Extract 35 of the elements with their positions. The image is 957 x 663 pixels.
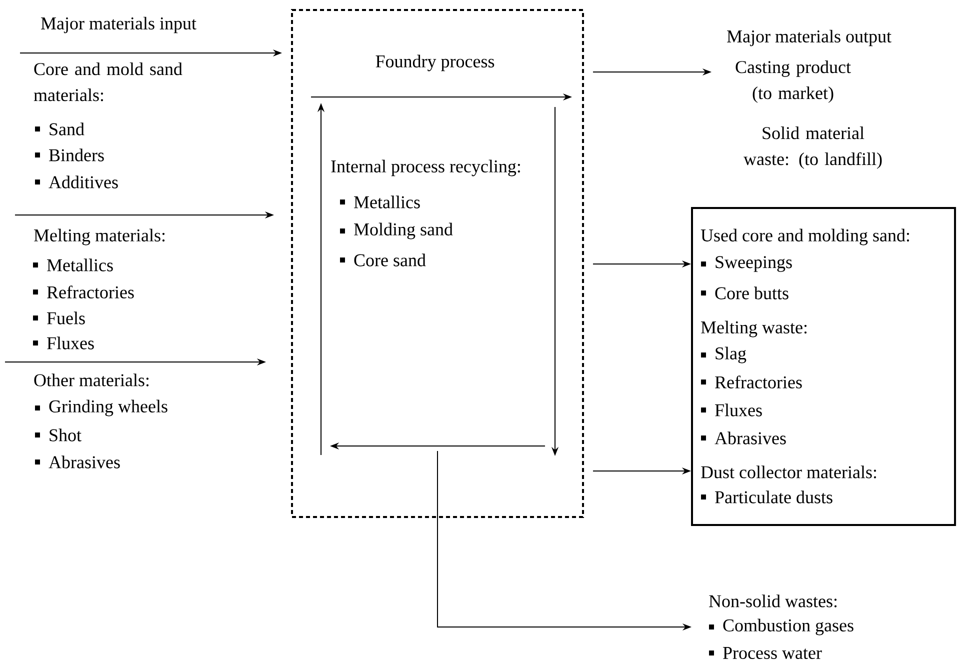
text-label: Additives [48, 176, 118, 188]
text-label: Sand [50, 122, 84, 136]
text-label: Core and mold sand materials: [34, 62, 182, 102]
text-label: Slag [716, 346, 746, 364]
text-label: Refractories [715, 376, 802, 388]
text-label: Fuels [47, 312, 85, 324]
text-label: Process water [723, 647, 822, 659]
text-label: Melting waste: [701, 320, 807, 338]
text-label: Metallics [354, 196, 420, 208]
text-label: Major materials output [727, 30, 892, 46]
text-label: Abrasives [714, 432, 786, 444]
text-label: Casting product (to market) [736, 60, 851, 103]
text-label: Melting materials: [34, 228, 165, 246]
text-label: Shot [50, 428, 82, 442]
text-label: Foundry process [376, 54, 494, 72]
text-label: Abrasives [48, 456, 120, 468]
text-label: Molding sand [354, 222, 453, 240]
text-label: Particulate dusts [715, 490, 832, 504]
text-label: Metallics [47, 258, 113, 272]
text-label: Fluxes [47, 336, 94, 350]
text-label: Dust collector materials: [701, 466, 876, 478]
text-label: Combustion gases [723, 618, 854, 636]
text-label: Other materials: [34, 374, 149, 386]
text-label: Non-solid wastes: [709, 594, 837, 608]
text-label: Major materials input [41, 16, 196, 34]
text-label: Used core and molding sand: [700, 228, 910, 246]
text-label: Solid material waste: (to landfill) [744, 126, 882, 169]
text-label: Binders [49, 148, 104, 162]
text-label: Refractories [47, 286, 134, 298]
text-label: Internal process recycling: [331, 160, 520, 176]
text-label: Core butts [715, 286, 788, 300]
text-label: Grinding wheels [49, 400, 168, 416]
text-label: Core sand [354, 254, 426, 266]
text-label: Sweepings [716, 256, 792, 272]
text-label: Fluxes [715, 404, 762, 416]
